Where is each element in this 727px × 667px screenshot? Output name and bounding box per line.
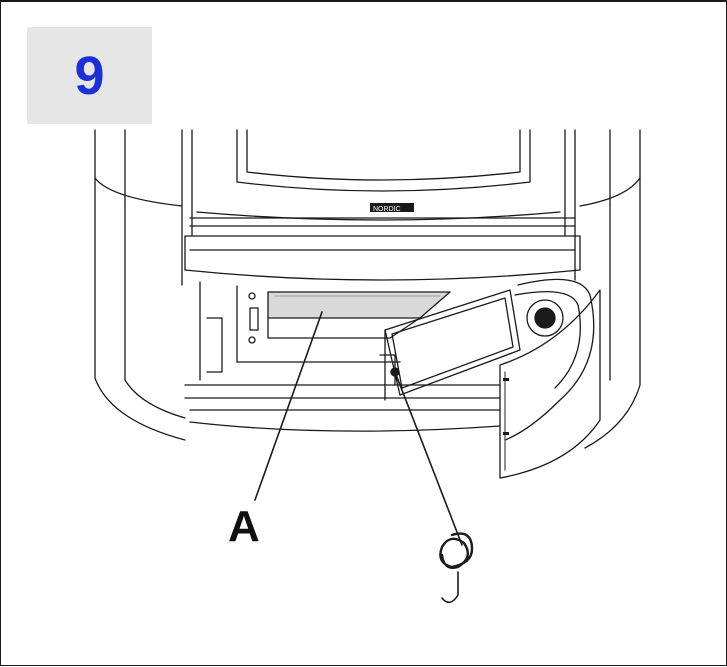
ash-compartment [184,281,501,432]
callout-label-a: A [228,502,260,551]
callout-leader [254,311,323,501]
step-number: 9 [74,45,105,106]
stove-body [94,129,641,449]
poker-tool [390,367,474,604]
ash-tray [267,291,451,339]
control-knob-area [499,278,601,479]
step-badge: 9 [27,27,152,124]
top-rule [0,0,727,2]
glass-door: NORDIC [196,129,561,221]
upper-band [184,217,581,281]
svg-text:NORDIC: NORDIC [373,206,401,213]
